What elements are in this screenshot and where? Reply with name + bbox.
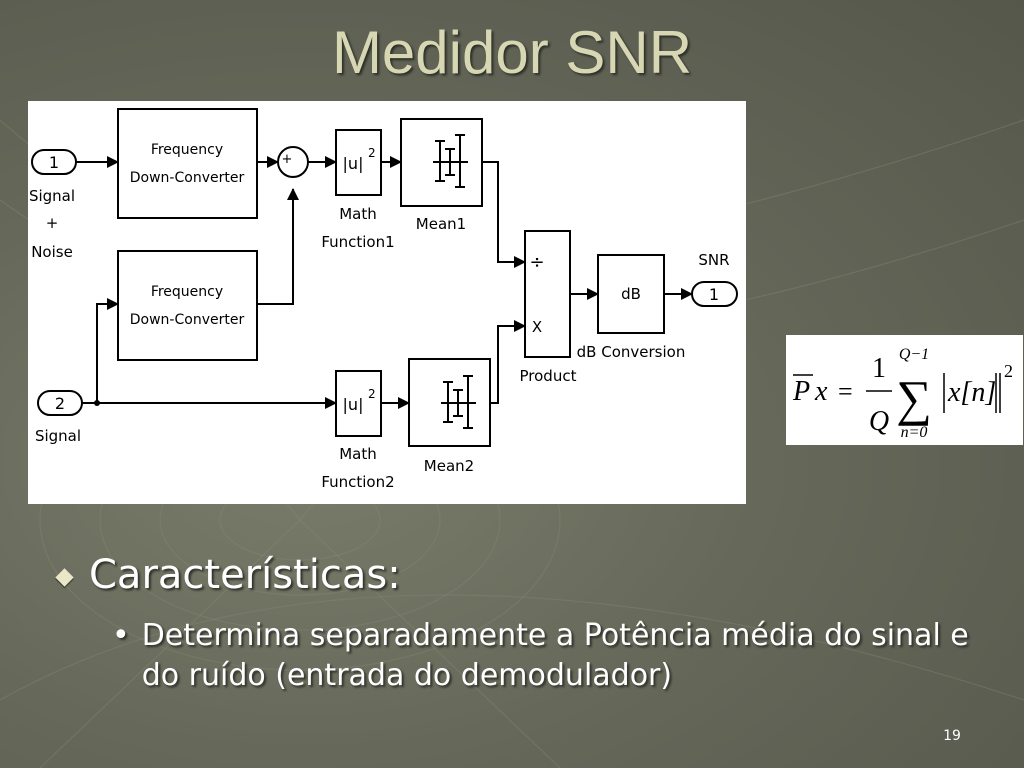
formula-numerator: 1 xyxy=(872,353,886,384)
diamond-bullet-icon xyxy=(55,567,74,587)
wire-branch-fdc2 xyxy=(96,298,119,403)
formula-denominator: Q xyxy=(869,406,889,437)
sum-lower-limit: n=0 xyxy=(901,424,928,441)
svg-text:2: 2 xyxy=(55,394,65,413)
sigma-icon: ∑ xyxy=(896,370,932,426)
svg-text:1: 1 xyxy=(49,153,59,172)
freq-down-converter-1[interactable]: Frequency Down-Converter xyxy=(117,108,258,219)
product-label: Product xyxy=(520,367,577,385)
freq-down-converter-2[interactable]: Frequency Down-Converter xyxy=(117,250,258,361)
sum-upper-limit: Q−1 xyxy=(899,346,929,363)
outport-label: SNR xyxy=(698,251,729,269)
svg-text:1: 1 xyxy=(709,285,719,304)
bullet-main-text: Características: xyxy=(89,552,401,598)
bullet-sub-text: Determina separadamente a Potência média… xyxy=(141,618,969,693)
formula-panel: P x = 1 Q Q−1 ∑ n=0 x[n] 2 xyxy=(786,335,1023,445)
svg-text:2: 2 xyxy=(368,146,376,160)
signal-wires xyxy=(76,156,693,409)
mean-1-label: Mean1 xyxy=(416,215,466,233)
power-formula: P x = 1 Q Q−1 ∑ n=0 x[n] 2 xyxy=(792,346,1013,441)
inport-1-label: Signal xyxy=(29,187,75,205)
svg-text:X: X xyxy=(532,318,542,336)
mean-2-icon xyxy=(441,375,476,429)
slide-title: Medidor SNR xyxy=(331,19,693,86)
formula-equals: = xyxy=(838,377,853,406)
mean-2-label: Mean2 xyxy=(424,457,474,475)
math-function-1[interactable]: |u| 2 xyxy=(335,129,382,196)
formula-lhs-var: x xyxy=(814,376,828,407)
svg-text:Down-Converter: Down-Converter xyxy=(130,312,245,328)
wire-fdc2-sum xyxy=(257,188,299,305)
svg-text:|u|: |u| xyxy=(343,395,364,414)
db-conversion-label: dB Conversion xyxy=(577,343,686,361)
bullet-main: Características: xyxy=(55,552,401,598)
inport-2-label: Signal xyxy=(35,427,81,445)
svg-text:dB: dB xyxy=(621,285,641,303)
inport-2[interactable]: 2 xyxy=(37,390,83,416)
svg-text:|u|: |u| xyxy=(343,154,364,173)
svg-text:+: + xyxy=(282,152,293,167)
svg-text:Frequency: Frequency xyxy=(151,284,223,300)
inport-1-label-noise: Noise xyxy=(31,243,73,261)
mean-block-2[interactable] xyxy=(408,358,491,447)
mean-1-icon xyxy=(433,134,468,188)
sum-block[interactable]: + - xyxy=(277,146,309,184)
simulink-diagram: 1 Signal + Noise 2 Signal Frequency Down… xyxy=(29,108,738,491)
math-function-2[interactable]: |u| 2 xyxy=(335,370,382,437)
math-function-1-label: Math xyxy=(339,205,377,223)
svg-text:2: 2 xyxy=(368,387,376,401)
formula-body: x[n] xyxy=(947,377,996,408)
svg-text:Frequency: Frequency xyxy=(151,142,223,158)
formula-exponent: 2 xyxy=(1004,361,1013,381)
inport-1[interactable]: 1 xyxy=(31,149,77,175)
product-block[interactable]: ÷ X xyxy=(524,230,571,358)
svg-text:Down-Converter: Down-Converter xyxy=(130,170,245,186)
svg-text:÷: ÷ xyxy=(529,252,544,273)
page-number: 19 xyxy=(943,728,961,744)
math-function-2-label: Math xyxy=(339,445,377,463)
outport-1[interactable]: 1 xyxy=(691,281,738,307)
inport-1-label-plus: + xyxy=(46,214,59,232)
bullet-sub: • Determina separadamente a Potência méd… xyxy=(112,616,972,696)
math-function-2-label2: Function2 xyxy=(321,473,394,491)
simulink-diagram-panel: 1 Signal + Noise 2 Signal Frequency Down… xyxy=(28,101,746,504)
db-conversion-block[interactable]: dB xyxy=(597,254,665,334)
math-function-1-label2: Function1 xyxy=(321,233,394,251)
formula-lhs: P xyxy=(792,376,810,407)
svg-text:-: - xyxy=(292,169,297,184)
wire-mean1-product xyxy=(482,161,526,268)
branch-point xyxy=(94,400,100,406)
dot-bullet-icon: • xyxy=(112,618,130,653)
wire-mean2-product xyxy=(490,320,526,404)
mean-block-1[interactable] xyxy=(400,118,483,207)
